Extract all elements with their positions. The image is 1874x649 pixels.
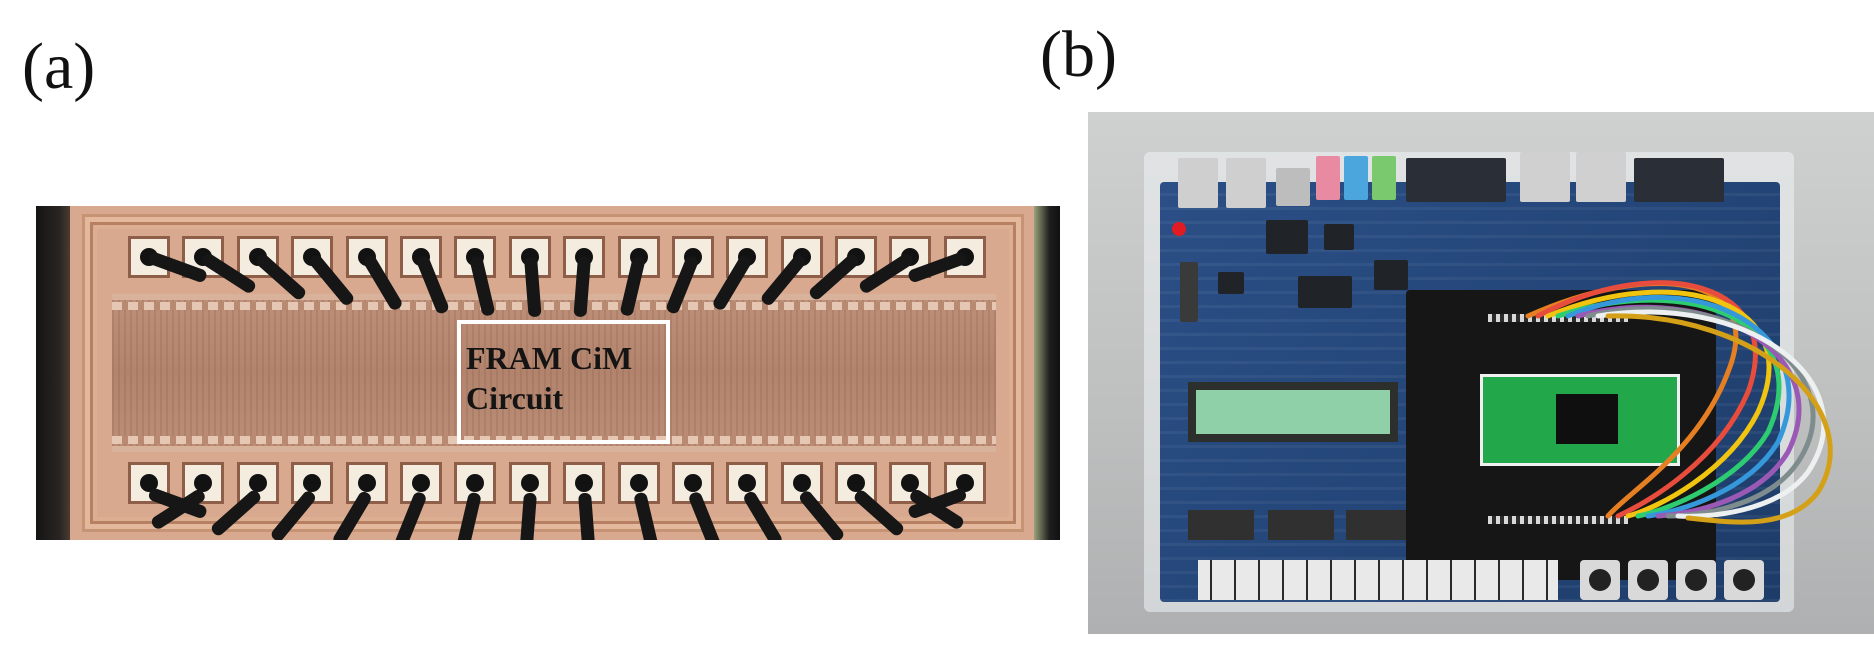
ethernet-port-2 [1576, 152, 1626, 202]
ic-chip [1374, 260, 1408, 290]
bond-pad [726, 462, 769, 504]
push-button [1628, 560, 1668, 600]
red-button [1172, 222, 1186, 236]
seven-segment-display [1188, 510, 1254, 540]
vga-connector-2 [1634, 158, 1724, 202]
bond-pad [399, 462, 442, 504]
ic-chip [1324, 224, 1354, 250]
bond-pad [454, 462, 497, 504]
chip-socket [1556, 394, 1618, 444]
pin-header [1180, 262, 1198, 322]
seven-segment-display [1268, 510, 1334, 540]
chip-edge-right [1034, 206, 1060, 540]
slide-switches [1198, 560, 1558, 600]
audio-jack-green [1372, 156, 1396, 200]
chip-edge-left [36, 206, 70, 540]
push-button [1580, 560, 1620, 600]
ic-chip [1298, 276, 1352, 308]
panel-a-label: (a) [22, 30, 96, 103]
fpga-board-photo [1088, 112, 1874, 634]
ic-chip [1218, 272, 1244, 294]
chip-micrograph: FRAM CiM Circuit [36, 206, 1060, 540]
bond-pad-row-bottom [128, 462, 986, 514]
push-button [1676, 560, 1716, 600]
panel-b-label: (b) [1040, 18, 1117, 91]
ic-chip [1266, 220, 1308, 254]
seven-segment-display [1346, 510, 1412, 540]
lcd-display [1188, 382, 1398, 442]
chip-seal-ring [82, 214, 1024, 532]
usb-connector-3 [1276, 168, 1310, 206]
bond-pad [508, 462, 551, 504]
core-band-top [112, 302, 996, 310]
fram-cim-label: FRAM CiM Circuit [466, 340, 633, 416]
push-button [1724, 560, 1764, 600]
audio-jack-blue [1344, 156, 1368, 200]
usb-connector-2 [1226, 158, 1266, 208]
audio-jack-pink [1316, 156, 1340, 200]
usb-connector-1 [1178, 158, 1218, 208]
vga-connector-1 [1406, 158, 1506, 202]
header-pins-bottom [1488, 516, 1628, 524]
fram-cim-highlight-box [457, 320, 670, 444]
ethernet-port-1 [1520, 152, 1570, 202]
lcd-screen [1196, 390, 1390, 434]
jumper-wires [1525, 280, 1833, 525]
